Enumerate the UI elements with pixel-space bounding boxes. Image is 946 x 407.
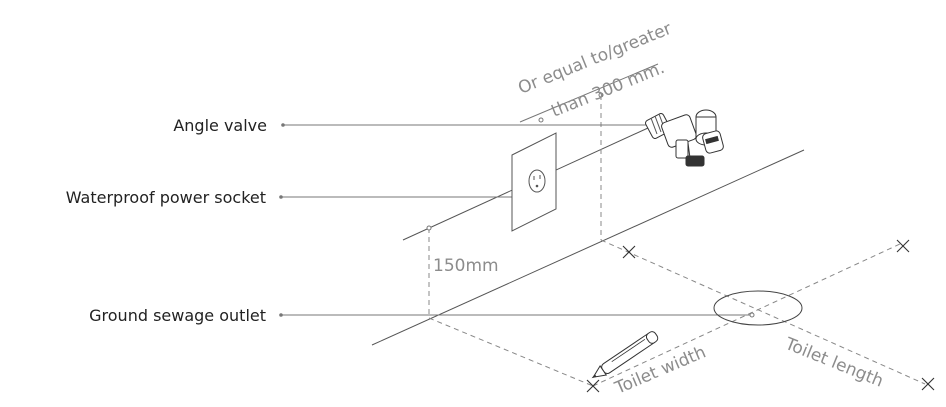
angle-valve-label: Angle valve [173, 116, 267, 135]
cross-marker-icon [586, 379, 600, 393]
toilet-width-guide [592, 243, 901, 387]
wall-floor-edge-line [371, 149, 805, 346]
pencil-icon [591, 331, 659, 379]
clearance-end-dot [538, 117, 544, 123]
power-socket-icon [511, 132, 557, 232]
clearance-dimension-line [519, 63, 659, 123]
angle-valve-icon [645, 109, 724, 167]
angle-valve-leader-dot [281, 123, 285, 127]
sewage-outlet-ellipse [713, 290, 803, 326]
offset-top-dot [426, 225, 432, 231]
outlet-center-dot [749, 312, 755, 318]
toilet-width-base-guide [428, 317, 594, 387]
outlet-offset-label: 150mm [433, 256, 499, 276]
cross-marker-icon [622, 245, 636, 259]
clearance-start-dot [598, 92, 604, 98]
toilet-length-guide [600, 239, 926, 385]
sewage-outlet-leader-dot [279, 313, 283, 317]
cross-marker-icon [896, 239, 910, 253]
power-socket-leader-dot [279, 195, 283, 199]
cross-marker-icon [921, 377, 935, 391]
sewage-outlet-label: Ground sewage outlet [89, 306, 266, 325]
power-socket-label: Waterproof power socket [66, 188, 266, 207]
toilet-length-label: Toilet length [781, 334, 886, 392]
